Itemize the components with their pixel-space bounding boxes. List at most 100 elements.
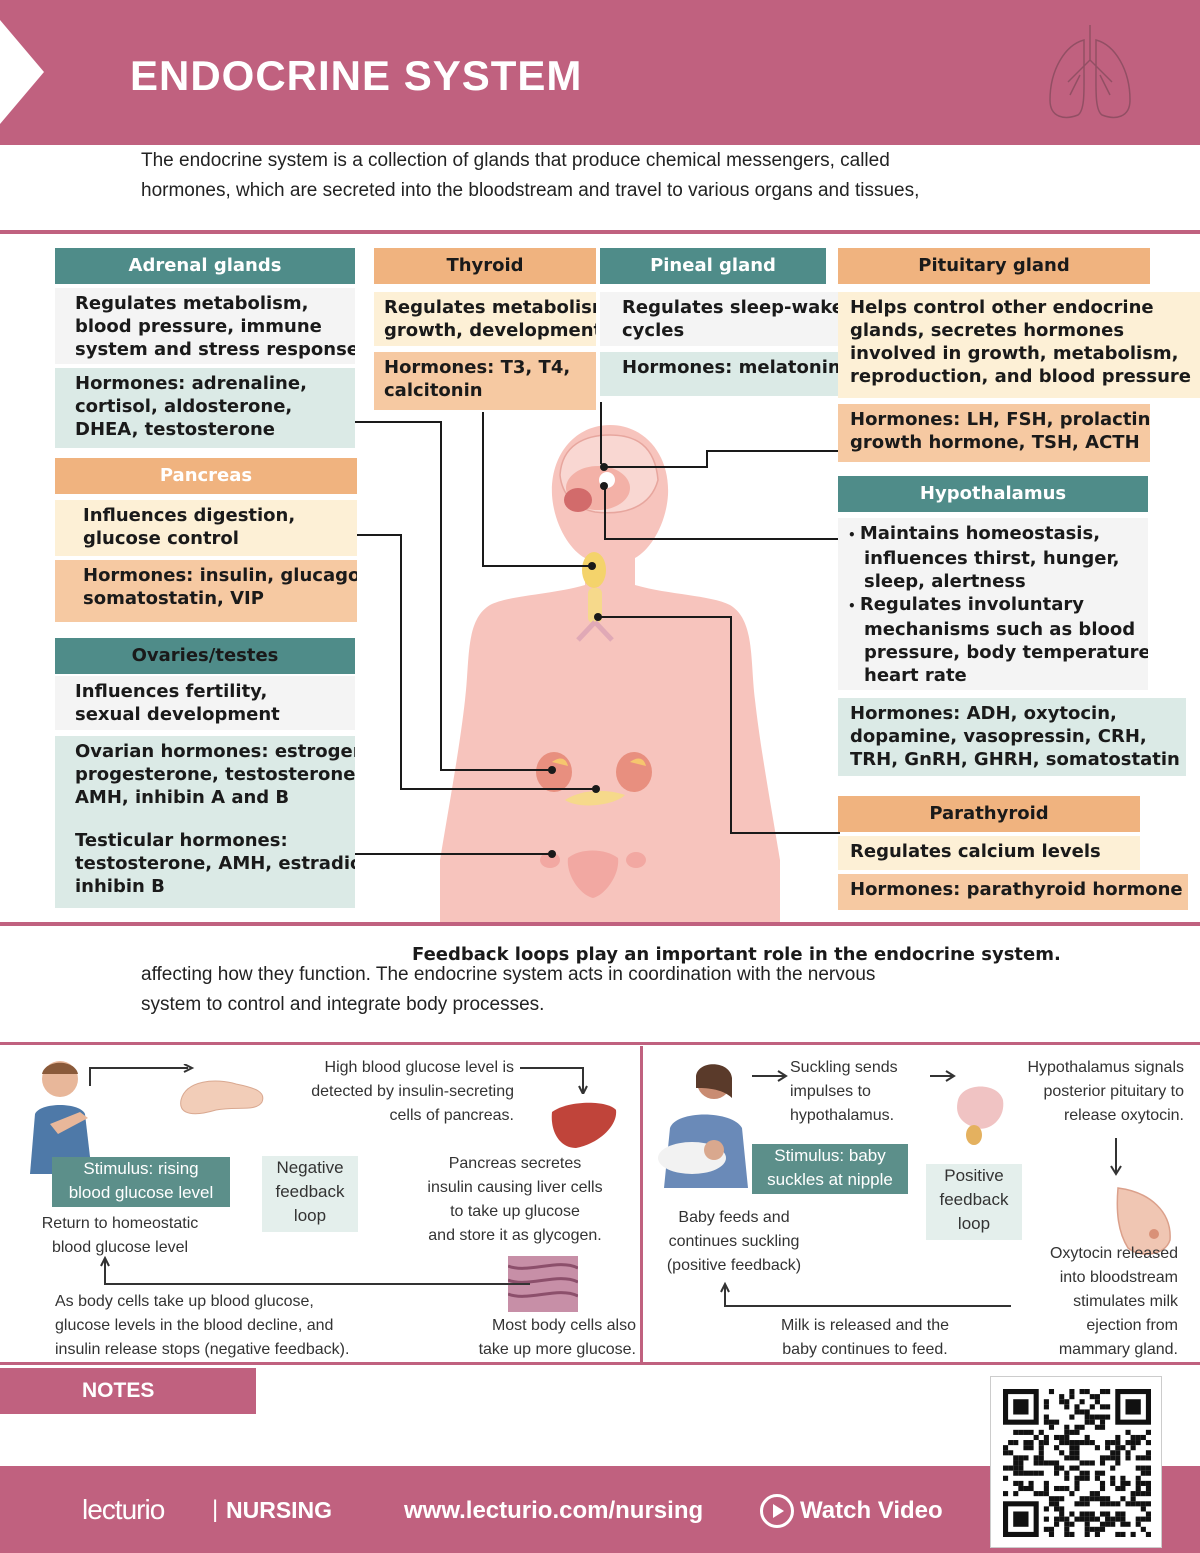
qr-module: [1130, 1496, 1136, 1502]
notes-tab: NOTES: [0, 1368, 256, 1414]
qr-module: [1115, 1485, 1121, 1492]
intro-text-line: system to control and integrate body pro…: [141, 994, 545, 1015]
text-line: Hormones: melatonin: [622, 357, 841, 378]
arrow-path: [89, 1064, 588, 1094]
watch-video-button[interactable]: Watch Video: [800, 1497, 943, 1524]
qr-module: [1099, 1424, 1106, 1430]
qr-code-container[interactable]: [990, 1376, 1162, 1548]
mother-breastfeeding-illustration: [658, 1064, 748, 1188]
header-banner: [0, 0, 1200, 145]
connector-line: [355, 853, 550, 855]
qr-module: [1145, 1531, 1151, 1537]
footer-url-link[interactable]: www.lecturio.com/nursing: [404, 1497, 704, 1524]
qr-module: [1048, 1531, 1055, 1537]
parathyroid-hormones: Hormones: parathyroid hormone: [838, 874, 1188, 910]
liver-icon: [551, 1102, 617, 1148]
qr-module: [1135, 1475, 1141, 1481]
qr-module: [1064, 1475, 1070, 1481]
text-line: High blood glucose level is: [324, 1059, 514, 1076]
qr-module: [1018, 1470, 1024, 1476]
qr-module: [1064, 1440, 1070, 1446]
qr-module: [1105, 1521, 1111, 1527]
positive-step-2: Hypothalamus signals posterior pituitary…: [978, 1056, 1184, 1128]
qr-module: [1099, 1404, 1106, 1410]
qr-module: [1140, 1470, 1146, 1476]
qr-module: [1038, 1429, 1044, 1435]
play-icon[interactable]: [760, 1494, 794, 1528]
connector-line: [604, 485, 606, 540]
qr-module: [1018, 1465, 1024, 1471]
qr-module: [1028, 1480, 1034, 1486]
qr-module: [1028, 1440, 1034, 1446]
qr-module: [1074, 1465, 1080, 1471]
text-line: inhibin B: [75, 876, 165, 897]
qr-module: [1023, 1455, 1029, 1461]
qr-module: [1145, 1455, 1151, 1461]
qr-module: [1130, 1501, 1136, 1507]
qr-module: [1094, 1496, 1100, 1502]
text-line: influences thirst, hunger,: [864, 548, 1120, 569]
text-line: Positive: [944, 1166, 1004, 1185]
qr-module: [1054, 1485, 1060, 1492]
qr-module: [1094, 1470, 1100, 1476]
qr-module: [1013, 1440, 1019, 1446]
qr-module: [1115, 1511, 1121, 1517]
qr-module: [1043, 1516, 1049, 1522]
qr-module: [1094, 1394, 1100, 1400]
text-line: feedback: [939, 1190, 1009, 1209]
text-line: blood glucose level: [68, 1183, 214, 1202]
connector-line: [597, 616, 732, 618]
text-line: calcitonin: [384, 380, 483, 401]
text-line: Hormones: insulin, glucagon,: [83, 565, 357, 586]
qr-module: [1145, 1440, 1151, 1446]
qr-module: [1018, 1480, 1024, 1486]
qr-module: [1023, 1470, 1029, 1476]
connector-line: [330, 534, 402, 536]
qr-module: [1120, 1480, 1126, 1486]
text-line: cortisol, aldosterone,: [75, 396, 293, 417]
qr-module: [1074, 1455, 1080, 1461]
text-line: Regulates metabolism,: [384, 297, 596, 318]
qr-module: [1105, 1414, 1111, 1420]
qr-module: [1084, 1531, 1090, 1537]
text-line: AMH, inhibin A and B: [75, 787, 290, 808]
qr-module: [1069, 1455, 1075, 1461]
connector-line: [440, 769, 550, 771]
qr-module: [1013, 1460, 1019, 1466]
qr-module: [1099, 1521, 1106, 1527]
qr-module: [1043, 1491, 1049, 1497]
qr-module: [1054, 1516, 1060, 1522]
hypothalamus-hormones: Hormones: ADH, oxytocin, dopamine, vasop…: [838, 698, 1186, 776]
qr-module: [1069, 1531, 1075, 1537]
divider: [640, 1046, 643, 1362]
qr-code-icon: [1003, 1389, 1151, 1537]
qr-module: [1140, 1526, 1146, 1532]
qr-module: [1084, 1501, 1090, 1507]
qr-module: [1125, 1429, 1131, 1435]
text-line: (positive feedback): [666, 1257, 802, 1274]
qr-module: [1125, 1521, 1131, 1527]
text-line: Pancreas secretes: [448, 1155, 582, 1172]
text-line: Hormones: parathyroid hormone: [850, 879, 1183, 900]
qr-module: [1033, 1491, 1039, 1497]
intro-text-line: hormones, which are secreted into the bl…: [141, 180, 920, 201]
text-line: Regulates involuntary: [859, 594, 1084, 615]
qr-module: [1018, 1429, 1024, 1435]
text-line: take up more glucose.: [478, 1341, 636, 1358]
qr-module: [1069, 1445, 1075, 1451]
qr-module: [1069, 1491, 1075, 1497]
text-line: Return to homeostatic: [41, 1215, 199, 1232]
chevron-right-icon: [0, 20, 44, 124]
qr-module: [1140, 1465, 1146, 1471]
qr-module: [1023, 1429, 1029, 1435]
parathyroid-header: Parathyroid: [838, 796, 1140, 832]
qr-module: [1059, 1516, 1065, 1522]
qr-module: [1013, 1511, 1029, 1527]
pancreas-header: Pancreas: [55, 458, 357, 494]
qr-module: [1013, 1480, 1019, 1486]
qr-module: [1089, 1511, 1095, 1517]
qr-module: [1038, 1440, 1044, 1446]
qr-module: [1059, 1440, 1065, 1446]
qr-module: [1079, 1389, 1085, 1395]
qr-module: [1099, 1526, 1106, 1532]
